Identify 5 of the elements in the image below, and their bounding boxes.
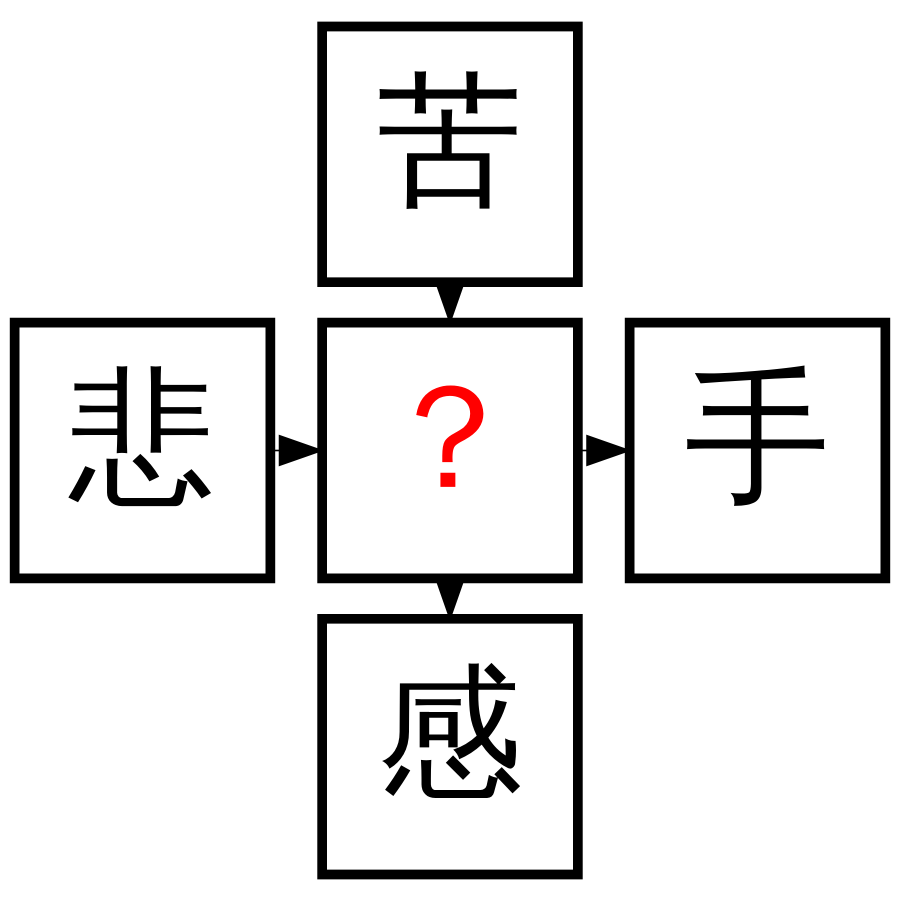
node-box: ？ [317,317,583,583]
node-box: 手 [624,317,890,583]
node-box: 感 [317,613,583,879]
node-box: 悲 [10,317,276,583]
node-box: 苦 [317,21,583,287]
